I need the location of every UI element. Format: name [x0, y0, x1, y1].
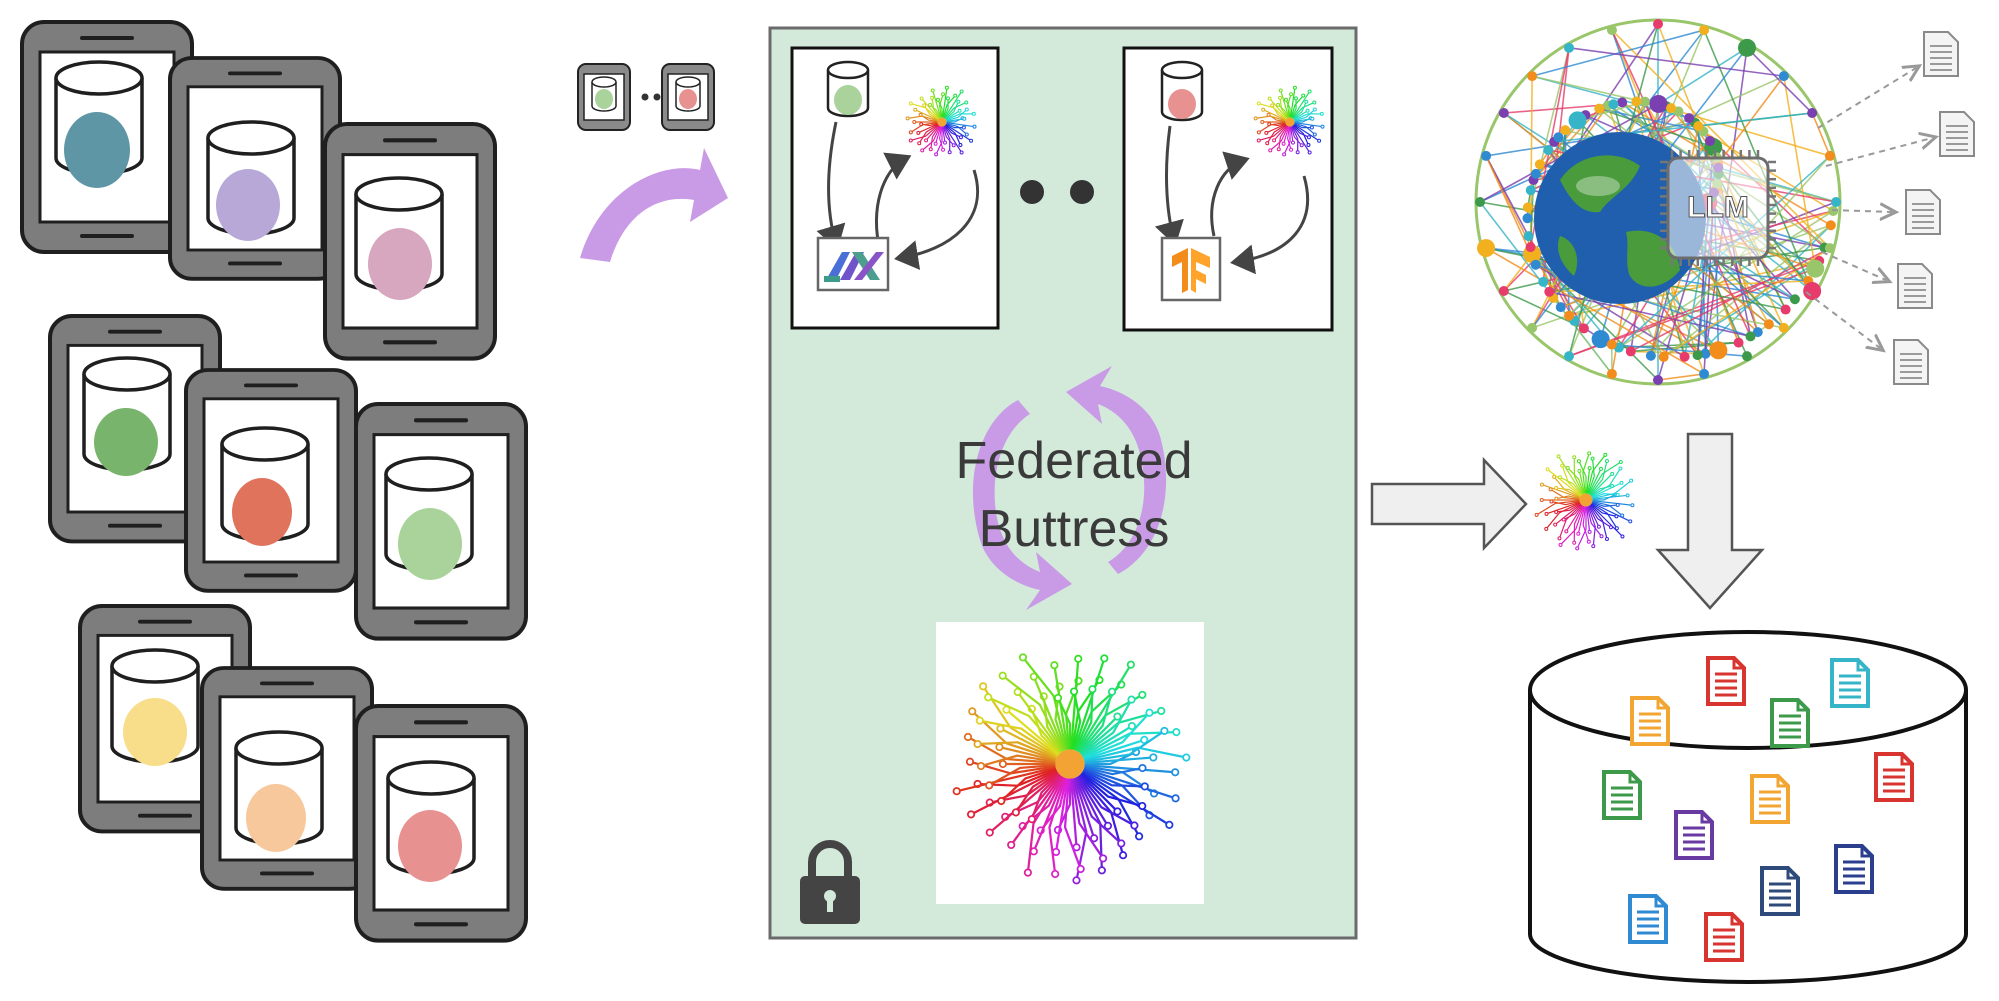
device-8 [200, 666, 374, 891]
ellipsis-dot [653, 93, 661, 101]
lock-icon [800, 840, 860, 924]
jax-logo-icon [816, 236, 890, 292]
document-icon [1905, 189, 1941, 235]
document-icon [1893, 339, 1929, 385]
document-icon [1939, 111, 1975, 157]
device-6-data [398, 508, 462, 580]
circuit-brain-icon [1253, 85, 1325, 157]
client-devices [20, 20, 526, 941]
device-6 [356, 404, 526, 639]
cylinder-red-icon [1160, 60, 1204, 122]
device-9 [356, 706, 526, 941]
small-device-green [577, 63, 631, 131]
panel-title-line2: Buttress [979, 500, 1170, 558]
network-globe-icon [1474, 18, 1842, 386]
device-5-data [232, 478, 292, 546]
cylinder-green-icon [826, 60, 870, 118]
client-box-jax [790, 46, 1000, 330]
circuit-brain-icon [952, 653, 1191, 885]
device-1-data [64, 112, 130, 188]
device-3-data [368, 228, 432, 300]
circuit-brain-icon [905, 85, 977, 157]
small-device-pair [577, 63, 715, 131]
extracted-documents [1893, 31, 1975, 385]
document-database-icon [1528, 630, 1968, 984]
device-9-data [398, 810, 462, 882]
panel-title-line1: Federated [955, 432, 1192, 490]
llm-chip-icon: LLM [1660, 150, 1776, 266]
document-icon [1923, 31, 1959, 77]
device-4-data [94, 408, 158, 476]
ellipsis-dot [1020, 180, 1044, 204]
device-8-data [246, 784, 306, 852]
device-7-data [123, 698, 187, 766]
flow-arrow-to-server [580, 148, 728, 262]
device-3 [325, 124, 495, 359]
output-arrow-right [1370, 456, 1528, 552]
device-2-data [216, 169, 280, 241]
llm-chip-label: LLM [1687, 191, 1749, 224]
client-box-tensorflow [1122, 46, 1334, 332]
tensorflow-logo-icon [1160, 236, 1222, 302]
device-7 [78, 604, 252, 834]
ellipsis-dot [1070, 180, 1094, 204]
device-2 [168, 56, 342, 281]
device-1 [20, 20, 194, 254]
output-arrow-down [1655, 432, 1765, 610]
small-device-red [661, 63, 715, 131]
extraction-arrows [1805, 68, 1932, 348]
ellipsis-dot [641, 93, 649, 101]
device-4 [48, 314, 222, 544]
document-icon [1897, 263, 1933, 309]
circuit-brain-icon [1534, 451, 1635, 551]
device-5 [184, 368, 358, 593]
federated-cycle-arrows [972, 366, 1167, 610]
